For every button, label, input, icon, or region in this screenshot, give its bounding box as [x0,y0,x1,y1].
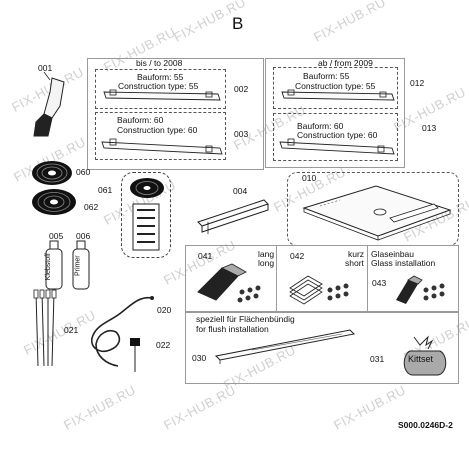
frame-60-old-box [95,112,226,160]
label-005: 005 [49,231,64,241]
bottle-klebstoff-label: Klebstoff [44,253,52,281]
flush-title-en: for flush installation [196,324,269,334]
glass-plate-010-illustration [302,185,452,241]
kits-group-box [185,245,459,312]
frame-60-new-box [273,113,398,161]
construction-60-new: Construction type: 60 [297,130,378,140]
label-012: 012 [410,78,425,88]
bauform-55-old: Bauform: 55 [137,72,184,82]
watermark: FIX-HUB.RU [311,0,389,45]
label-003: 003 [234,129,249,139]
bottle-primer-illustration [72,240,90,290]
kit-041-illustration [197,263,261,303]
label-031: 031 [370,354,385,364]
kit-long-de: lang [258,249,275,259]
construction-55-old: Construction type: 55 [118,81,199,91]
label-062: 062 [84,202,99,212]
new-frame-group-box [265,58,405,168]
frame-60-old-illustration [101,138,223,155]
label-060: 060 [76,167,91,177]
label-061: 061 [98,185,113,195]
filter-set-061-illustration [130,178,164,251]
filter-set-061-box [121,172,171,258]
label-020: 020 [157,305,172,315]
kits-divider-1 [276,245,277,312]
label-010: 010 [302,173,317,183]
new-frame-title: ab / from 2009 [318,58,373,68]
label-021: 021 [64,325,79,335]
label-002: 002 [234,84,249,94]
kit-short-de: kurz [348,249,365,259]
wires-021-illustration [33,289,57,367]
kit-042-illustration [289,275,349,305]
kit-043-illustration [396,275,445,304]
label-041: 041 [198,251,213,261]
frame-60-new-illustration [279,138,395,155]
label-013: 013 [422,123,437,133]
kit-glass-en: Glass installation [371,258,436,268]
frame-55-new-box [273,67,398,109]
flush-installation-box [185,312,459,384]
scraper-illustration [33,71,65,137]
bauform-60-new: Bauform: 60 [297,121,344,131]
bottle-klebstoff-illustration [45,240,63,290]
sensor-022-illustration [130,338,140,372]
construction-55-new: Construction type: 55 [295,81,376,91]
label-030: 030 [192,353,207,363]
label-004: 004 [233,186,248,196]
cable-020-illustration [90,296,154,367]
label-022: 022 [156,340,171,350]
filter-disc-060-illustration [32,161,72,185]
frame-55-new-illustration [281,89,395,101]
strip-004-illustration [197,199,269,234]
label-001: 001 [38,63,53,73]
kittset-label: Kittset [408,354,434,364]
kit-long-en: long [258,258,275,268]
old-frame-group-box [87,58,264,170]
old-frame-title: bis / to 2008 [136,58,183,68]
bauform-55-new: Bauform: 55 [303,71,350,81]
construction-60-old: Construction type: 60 [117,125,198,135]
watermark: FIX-HUB.RU [61,382,139,433]
bauform-60-old: Bauform: 60 [117,115,164,125]
frame-55-old-illustration [103,89,221,101]
kittset-bag-illustration [403,335,447,376]
bottle-primer-label: Primer [74,255,82,276]
label-042: 042 [290,251,305,261]
label-006: 006 [76,231,91,241]
flush-title-de: speziell für Flächenbündig [196,314,295,324]
frame-55-old-box [95,69,226,109]
section-title: B [232,14,244,33]
filter-disc-062-illustration [32,189,76,215]
kit-glass-de: Glaseinbau [371,249,415,259]
kit-short-en: short [345,258,364,268]
kits-divider-2 [367,245,368,312]
watermark: FIX-HUB.RU [331,382,409,433]
strip-030-illustration [214,329,356,364]
document-id: S000.0246D-2 [398,420,453,430]
label-043: 043 [372,278,387,288]
